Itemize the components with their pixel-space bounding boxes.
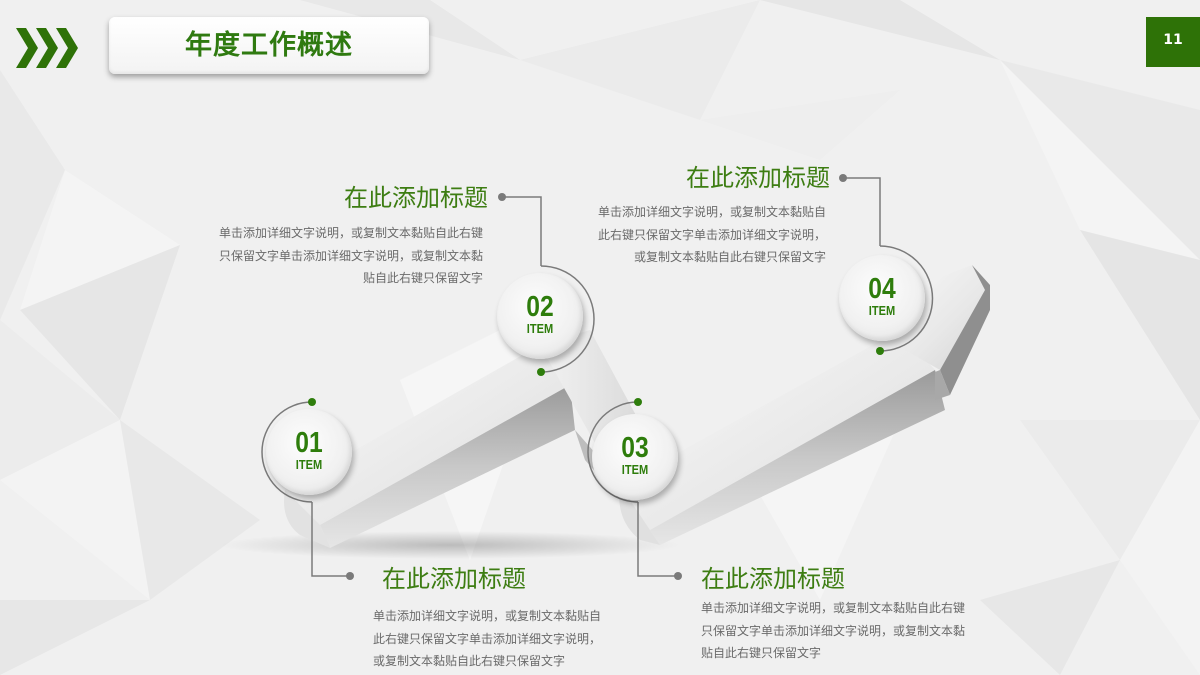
description-line: 只保留文字单击添加详细文字说明，或复制文本黏 [701,623,966,638]
item-04-heading: 在此添加标题 [686,164,830,192]
description-line: 贴自此右键只保留文字 [701,646,822,660]
item-number: 02 [526,291,554,323]
item-03-description: 单击添加详细文字说明，或复制文本黏贴自此右键 只保留文字单击添加详细文字说明，或… [701,597,965,665]
description-line: 或复制文本黏贴自此右键只保留文字 [633,250,826,264]
description-line: 单击添加详细文字说明，或复制文本黏贴自此右键 [701,601,966,615]
item-04-description: 单击添加详细文字说明，或复制文本黏贴自 此右键只保留文字单击添加详细文字说明， … [560,201,826,269]
item-label: ITEM [526,321,554,336]
item-label: ITEM [868,303,896,318]
item-label: ITEM [621,462,649,477]
item-01-description: 单击添加详细文字说明，或复制文本黏贴自 此右键只保留文字单击添加详细文字说明， … [373,605,601,673]
item-03-circle: 03 ITEM [592,414,678,500]
description-line: 只保留文字单击添加详细文字说明，或复制文本黏 [218,248,483,263]
description-line: 此右键只保留文字单击添加详细文字说明， [597,227,826,242]
item-01-heading: 在此添加标题 [382,565,526,593]
page-number-badge: 11 [1146,17,1200,67]
description-line: 单击添加详细文字说明，或复制文本黏贴自此右键 [218,226,483,240]
item-number: 04 [868,273,896,305]
title-box: 年度工作概述 [109,17,429,74]
item-02-heading: 在此添加标题 [344,184,488,212]
description-line: 单击添加详细文字说明，或复制文本黏贴自 [597,205,826,219]
description-line: 或复制文本黏贴自此右键只保留文字 [373,654,566,668]
item-03-heading: 在此添加标题 [701,565,845,593]
item-number: 03 [621,432,649,464]
item-04-circle: 04 ITEM [839,255,925,341]
description-line: 贴自此右键只保留文字 [362,271,483,285]
chevrons-icon [16,28,78,68]
item-01-circle: 01 ITEM [266,409,352,495]
item-02-circle: 02 ITEM [497,273,583,359]
item-number: 01 [295,427,323,459]
item-label: ITEM [295,457,323,472]
description-line: 此右键只保留文字单击添加详细文字说明， [373,631,602,646]
description-line: 单击添加详细文字说明，或复制文本黏贴自 [373,609,602,623]
item-02-description: 单击添加详细文字说明，或复制文本黏贴自此右键 只保留文字单击添加详细文字说明，或… [180,222,483,290]
page-title: 年度工作概述 [185,30,353,61]
